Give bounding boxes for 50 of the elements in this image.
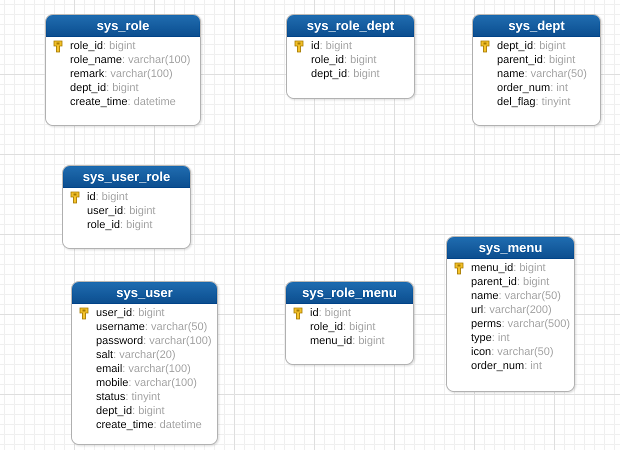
column-field: role_name: varchar(100) [70,54,190,67]
column-field: dept_id: bigint [311,68,380,81]
table-name: sys_role_menu [286,282,413,304]
table-name: sys_user_role [63,166,190,188]
table-name: sys_dept [473,15,600,37]
column-field: parent_id: bigint [497,54,576,67]
column-field: type: int [471,332,510,345]
column-field: username: varchar(50) [96,321,208,334]
table-name: sys_user [72,282,217,304]
column-field: order_num: int [471,360,542,373]
column-field: role_id: bigint [70,40,136,53]
column-field: parent_id: bigint [471,276,550,289]
column-field: name: varchar(50) [471,290,561,303]
column-field: id: bigint [311,40,352,53]
column-field: icon: varchar(50) [471,346,554,359]
column-field: user_id: bigint [87,205,156,218]
column-field: user_id: bigint [96,307,164,320]
column-field: role_id: bigint [87,219,152,232]
column-field: menu_id: bigint [310,335,385,348]
table-box [446,236,575,392]
table-box [472,14,601,126]
column-field: dept_id: bigint [497,40,566,53]
column-field: role_id: bigint [311,54,376,67]
column-field: password: varchar(100) [96,335,212,348]
column-field: create_time: datetime [96,419,202,432]
table-box [45,14,201,126]
column-field: url: varchar(200) [471,304,552,317]
column-field: dept_id: bigint [70,82,139,95]
column-field: id: bigint [310,307,351,320]
table-box [71,281,218,445]
table-box [286,14,415,99]
column-field: email: varchar(100) [96,363,191,376]
column-field: mobile: varchar(100) [96,377,197,390]
table-name: sys_menu [447,237,574,259]
column-field: perms: varchar(500) [471,318,570,331]
column-field: create_time: datetime [70,96,176,109]
column-field: menu_id: bigint [471,262,546,275]
column-field: id: bigint [87,191,128,204]
column-field: name: varchar(50) [497,68,587,81]
table-name: sys_role_dept [287,15,414,37]
column-field: del_flag: tinyint [497,96,570,109]
column-field: salt: varchar(20) [96,349,176,362]
column-field: role_id: bigint [310,321,376,334]
column-field: dept_id: bigint [96,405,165,418]
column-field: status: tinyint [96,391,160,404]
table-box [285,281,414,365]
column-field: remark: varchar(100) [70,68,173,81]
table-box [62,165,191,249]
column-field: order_num: int [497,82,568,95]
table-name: sys_role [46,15,200,37]
